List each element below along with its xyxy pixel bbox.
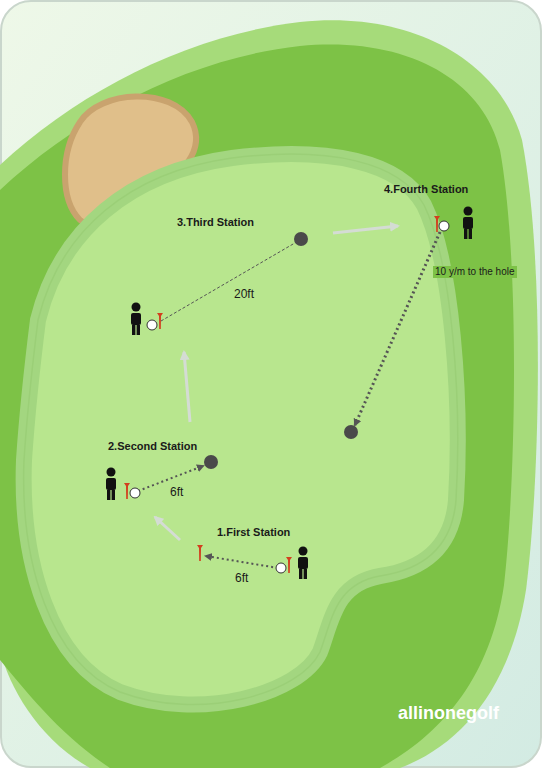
distance-note: 10 y/m to the hole [433,266,517,278]
hole [204,455,218,469]
station-label: 4.Fourth Station [384,183,468,196]
station-label: 3.Third Station [177,216,254,229]
player-leg [299,569,302,579]
tee-marker [157,313,163,329]
player-leg [137,325,140,335]
station-label: 2.Second Station [108,440,197,453]
player-leg [304,569,307,579]
flow-arrow [184,352,190,422]
player-leg [132,325,135,335]
golf-ball [147,320,157,330]
watermark: allinonegolf [398,703,499,725]
hole [344,425,358,439]
flow-arrow [333,226,398,233]
golf-ball [439,221,449,231]
tee-marker [434,216,440,232]
hole [294,232,308,246]
putting-green [24,154,458,704]
player-head [464,207,473,216]
player-head [299,547,308,556]
player-body [106,478,116,490]
green-edge [24,154,458,704]
tee-marker [124,483,130,499]
player-body [131,313,141,325]
player-leg [112,490,115,500]
distance-label: 6ft [235,571,248,585]
player-head [107,468,116,477]
putt-line [161,240,300,321]
player-body [463,217,473,229]
rough-band [0,20,538,768]
player-leg [464,229,467,239]
golf-ball [276,563,286,573]
golf-ball [130,488,140,498]
figures [106,207,473,580]
distance-label: 20ft [234,287,254,301]
fairway [0,45,514,768]
putt-line [206,556,278,568]
station-label: 1.First Station [217,526,290,539]
player-leg [107,490,110,500]
distance-label: 6ft [170,485,183,499]
tee-marker [197,545,203,561]
player-leg [469,229,472,239]
player-body [298,557,308,569]
tee-marker [286,557,292,573]
player-head [132,303,141,312]
flow-arrow [155,517,180,540]
putt-line [355,232,440,425]
